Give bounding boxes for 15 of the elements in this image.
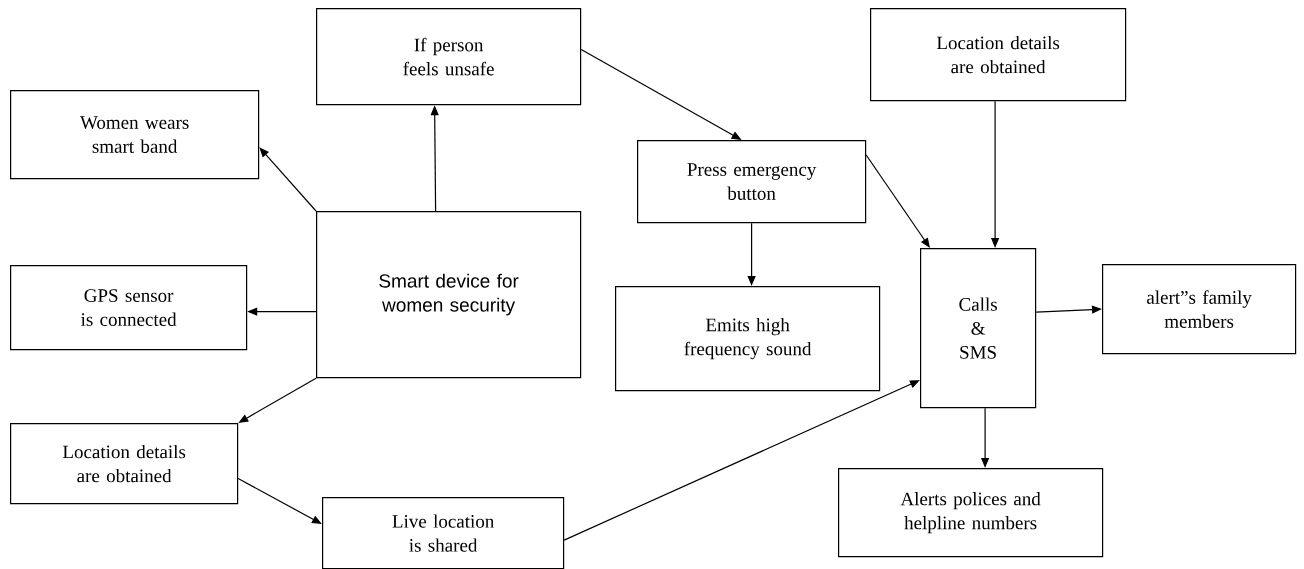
process-box: Emits high frequency sound bbox=[615, 286, 881, 392]
process-box: Press emergency button bbox=[637, 140, 867, 224]
arrow bbox=[259, 147, 317, 212]
arrow bbox=[563, 380, 920, 541]
process-box: Location details are obtained bbox=[10, 423, 239, 505]
arrow bbox=[865, 154, 930, 248]
process-box: alert”s family members bbox=[1102, 264, 1297, 355]
process-box: If person feels unsafe bbox=[316, 8, 582, 106]
process-box: Location details are obtained bbox=[870, 8, 1127, 102]
process-box: Live location is shared bbox=[322, 497, 565, 569]
process-box: Women wears smart band bbox=[10, 90, 260, 180]
process-box: GPS sensor is connected bbox=[10, 265, 248, 351]
process-box: Calls & SMS bbox=[920, 248, 1037, 409]
process-box: Smart device for women security bbox=[316, 211, 582, 379]
process-box: Alerts polices and helpline numbers bbox=[838, 468, 1104, 558]
